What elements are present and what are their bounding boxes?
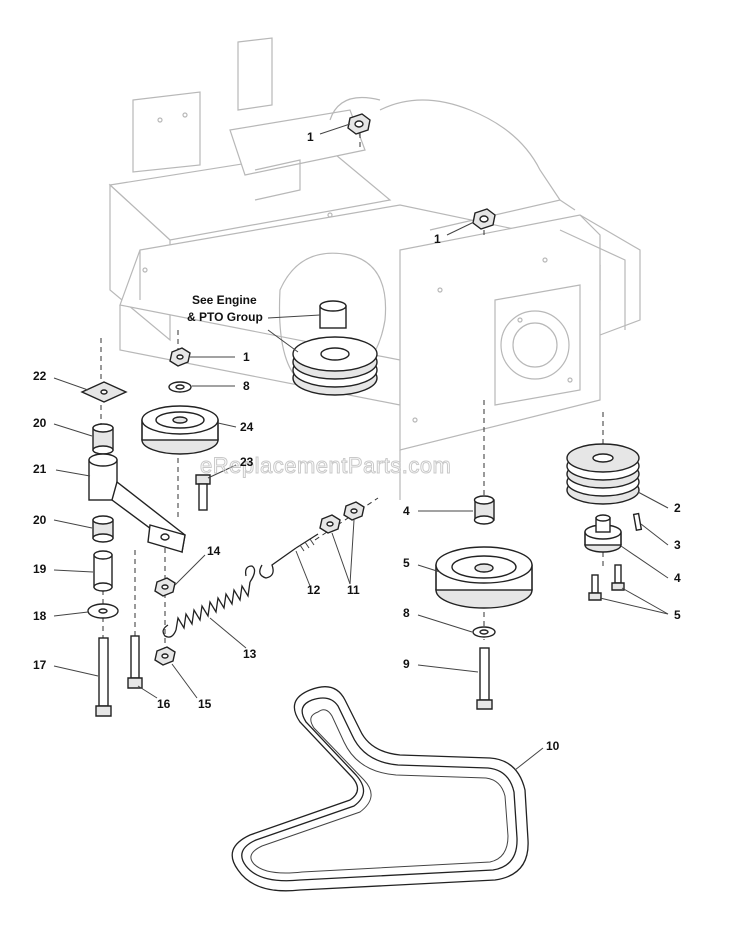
nut-11-a (319, 514, 341, 534)
callout-11: 11 (347, 583, 360, 597)
see-engine-note-line-1: See Engine (192, 293, 257, 307)
callout-15: 15 (198, 697, 212, 711)
callout-3: 3 (674, 538, 681, 552)
idler-arm-21 (88, 453, 186, 554)
bushing-20-bottom (92, 515, 114, 543)
drive-belt-10 (231, 686, 529, 892)
washer-18 (87, 603, 119, 619)
washer-8-left (168, 381, 192, 393)
callout-5: 5 (674, 608, 681, 622)
callout-24: 24 (240, 420, 254, 434)
callout-20-bottom: 20 (33, 513, 47, 527)
bushing-20-top (92, 423, 114, 455)
hex-nut-1-top (347, 113, 371, 135)
callout-12: 12 (307, 583, 321, 597)
hub-4 (584, 514, 622, 553)
callout-6: 4 (403, 504, 410, 518)
callout-1-right: 1 (434, 232, 441, 246)
plate-22 (80, 381, 128, 403)
nut-15 (154, 646, 176, 666)
callout-16: 16 (157, 697, 171, 711)
callout-1-left: 1 (243, 350, 250, 364)
callout-18: 18 (33, 609, 47, 623)
mower-frame (108, 37, 641, 500)
callout-22: 22 (33, 369, 47, 383)
engine-pto-pulley (292, 300, 378, 396)
callout-17: 17 (33, 658, 47, 672)
callout-14: 14 (207, 544, 221, 558)
nut-1-left (169, 347, 191, 367)
idler-pulley-7 (435, 546, 533, 609)
drive-pulley-2 (566, 443, 640, 505)
nut-14 (154, 577, 176, 597)
bolt-23 (195, 474, 211, 511)
callout-20-top: 20 (33, 416, 47, 430)
screws-5 (588, 564, 625, 601)
nut-11-b (343, 501, 365, 521)
callout-10: 10 (546, 739, 560, 753)
bolt-16 (127, 635, 143, 689)
callout-7: 5 (403, 556, 410, 570)
leader-lines (53, 123, 669, 771)
callout-23: 23 (240, 455, 254, 469)
callout-1-top: 1 (307, 130, 314, 144)
spacer-19 (93, 550, 113, 592)
spacer-6 (473, 495, 495, 525)
see-engine-note-line-2: & PTO Group (187, 310, 263, 324)
callout-8-left: 8 (243, 379, 250, 393)
callout-13: 13 (243, 647, 257, 661)
washer-8-right (472, 626, 496, 638)
callout-4: 4 (674, 571, 681, 585)
idler-pulley-24 (141, 405, 219, 455)
key-3 (632, 512, 643, 532)
hex-nut-1-right (472, 208, 496, 230)
callout-19: 19 (33, 562, 47, 576)
bolt-17 (95, 637, 112, 717)
callout-9: 9 (403, 657, 410, 671)
watermark: eReplacementParts.com (200, 453, 451, 478)
callout-8-right: 8 (403, 606, 410, 620)
callout-21: 21 (33, 462, 47, 476)
bolt-9 (476, 647, 493, 710)
eye-bolt-12 (259, 533, 319, 579)
callout-2: 2 (674, 501, 681, 515)
extension-spring-13 (162, 565, 256, 638)
